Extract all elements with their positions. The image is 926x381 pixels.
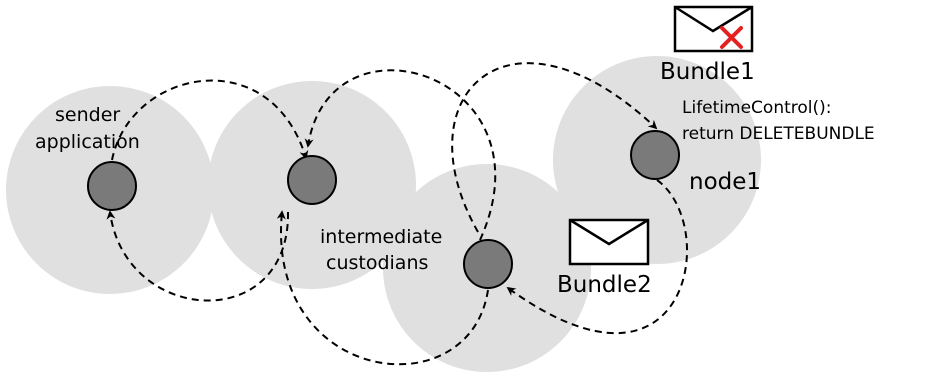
hop-custodian-2-to-node1: [451, 62, 658, 233]
hop-custodian-1-to-sender: [106, 210, 290, 302]
hop-custodian-2-to-custodian-1-lower: [276, 210, 489, 366]
bundle-hops: [106, 62, 689, 366]
node-sender: [87, 161, 137, 211]
envelope-with-red-x-icon: [673, 5, 754, 53]
nodes: [87, 130, 680, 289]
label-custodians: custodians: [326, 252, 428, 274]
label-sender: sender: [55, 104, 120, 126]
label-bundle2: Bundle2: [557, 272, 652, 298]
node-custodian-1: [287, 155, 337, 205]
label-intermediate: intermediate: [320, 226, 442, 248]
node-custodian-2: [463, 239, 513, 289]
hop-node1-to-custodian-2: [506, 179, 689, 335]
label-bundle1: Bundle1: [660, 59, 755, 85]
envelope-icon: [568, 218, 650, 266]
label-node1: node1: [689, 169, 761, 195]
label-application: application: [35, 131, 140, 153]
node-node1: [630, 130, 680, 180]
label-lifetime-control: LifetimeControl():: [682, 98, 832, 118]
label-return-deletebundle: return DELETEBUNDLE: [682, 124, 875, 144]
hop-custodian-2-to-custodian-1: [304, 69, 497, 241]
